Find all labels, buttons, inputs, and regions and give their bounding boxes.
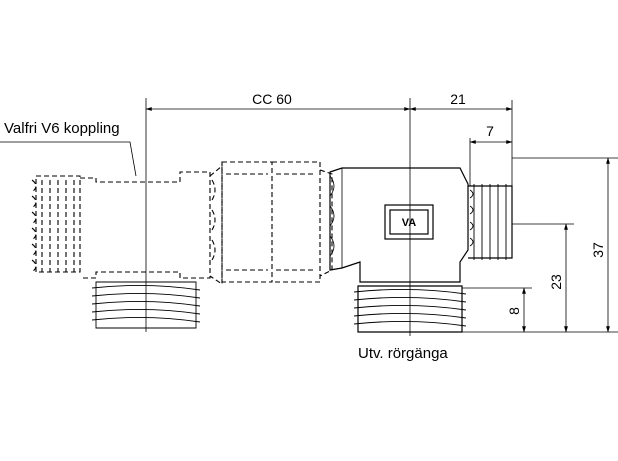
- union-nut: [221, 161, 333, 283]
- valve-body: [329, 167, 469, 283]
- coupling-callout: Valfri V6 koppling: [0, 120, 137, 177]
- dimension-cc-text: CC 60: [252, 91, 292, 107]
- logo-text: VA: [402, 217, 417, 229]
- left-thread-lines: [31, 179, 75, 273]
- coupling-label: Valfri V6 koppling: [4, 120, 120, 137]
- dimension-37-text: 37: [590, 242, 606, 258]
- va-logo: VA: [384, 204, 434, 240]
- dimension-37: 37: [590, 157, 610, 333]
- dimension-8: 8: [506, 287, 526, 333]
- dimension-23-text: 23: [548, 274, 564, 290]
- dimension-7-text: 7: [486, 123, 494, 139]
- dimension-7: 7: [469, 123, 513, 186]
- right-thread: [468, 184, 513, 260]
- dimension-cc: CC 60: [145, 91, 411, 111]
- dimension-21-text: 21: [450, 91, 466, 107]
- dimension-21: 21: [409, 91, 513, 186]
- dimension-23: 23: [548, 223, 568, 333]
- dimension-8-text: 8: [506, 307, 522, 315]
- outlet-thread-label: Utv. rörgänga: [358, 345, 448, 362]
- optional-coupling-body: [31, 164, 223, 286]
